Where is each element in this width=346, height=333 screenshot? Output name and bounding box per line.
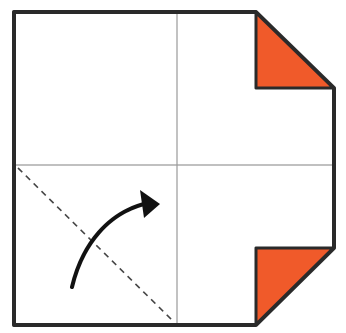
fold-direction-arrowhead bbox=[140, 190, 160, 218]
diagonal-valley-fold-line bbox=[18, 168, 172, 320]
fold-direction-arrow bbox=[72, 203, 148, 287]
